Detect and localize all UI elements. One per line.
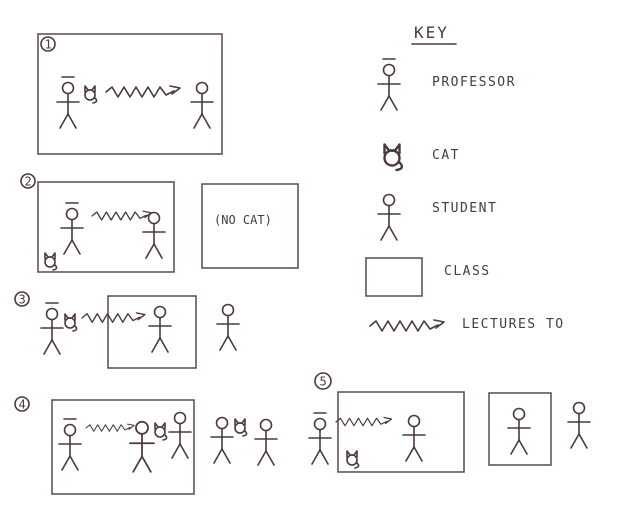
professor-figure — [41, 303, 63, 354]
professor-figure — [59, 419, 81, 470]
panel-number: 4 — [19, 398, 26, 412]
student-figure — [142, 211, 166, 259]
key-lectures-label: LECTURES TO — [462, 317, 565, 332]
key-professor-icon — [378, 59, 400, 110]
student-figure — [567, 401, 591, 449]
panel-number-circle — [40, 36, 56, 52]
professor-figure — [309, 413, 331, 464]
panel-2: 2 (NO CAT) — [20, 173, 299, 273]
panel-number-circle — [314, 372, 332, 390]
student-figure — [507, 407, 531, 455]
key-cat-label: CAT — [432, 148, 460, 163]
class-box-empty — [201, 183, 299, 269]
student-figure — [210, 416, 234, 464]
panel-number-circle — [20, 173, 36, 189]
student-figure — [129, 420, 155, 473]
class-box-other — [488, 392, 552, 466]
lectures-arrow — [105, 85, 181, 98]
professor-figure — [57, 77, 79, 128]
class-box — [107, 295, 197, 369]
panel-5: 5 — [309, 372, 591, 473]
student-figure — [148, 305, 172, 353]
key-lectures-icon — [369, 319, 445, 332]
lectures-arrow — [91, 210, 152, 221]
cat-figure — [64, 313, 78, 332]
lectures-arrow — [335, 416, 393, 427]
class-box — [37, 33, 223, 155]
professor-figure — [61, 203, 83, 254]
class-box — [51, 399, 195, 495]
no-cat-note: (NO CAT) — [214, 213, 272, 227]
cat-figure — [346, 450, 360, 469]
panel-number: 5 — [320, 375, 327, 389]
cat-figure — [154, 422, 168, 441]
panel-number-circle — [14, 291, 30, 307]
student-figure — [168, 411, 192, 459]
key-title: KEY — [414, 23, 449, 42]
key-class-icon — [365, 257, 423, 297]
panel-number-circle — [14, 396, 30, 412]
lectures-arrow — [85, 423, 135, 432]
cat-figure — [44, 252, 58, 271]
panel-number: 1 — [45, 38, 52, 52]
key-class-label: CLASS — [444, 264, 491, 279]
student-figure — [402, 414, 426, 462]
student-figure — [190, 81, 214, 129]
key-student-icon — [377, 193, 401, 241]
class-box — [337, 391, 465, 473]
student-figure — [216, 303, 240, 351]
student-figure — [254, 418, 278, 466]
class-box — [37, 181, 175, 273]
cat-figure — [234, 418, 248, 437]
cat-figure — [84, 85, 98, 104]
key-legend: KEY PROFESSOR CAT STUDENT CLASS LECTURES… — [365, 23, 565, 332]
key-student-label: STUDENT — [432, 201, 497, 216]
panel-4: 4 — [14, 396, 278, 495]
lectures-arrow — [81, 312, 146, 323]
key-professor-label: PROFESSOR — [432, 75, 516, 90]
panel-number: 3 — [19, 293, 26, 307]
panel-number: 2 — [25, 175, 32, 189]
panel-3: 3 — [14, 291, 240, 369]
key-cat-icon — [383, 143, 404, 172]
panel-1: 1 — [37, 33, 223, 155]
